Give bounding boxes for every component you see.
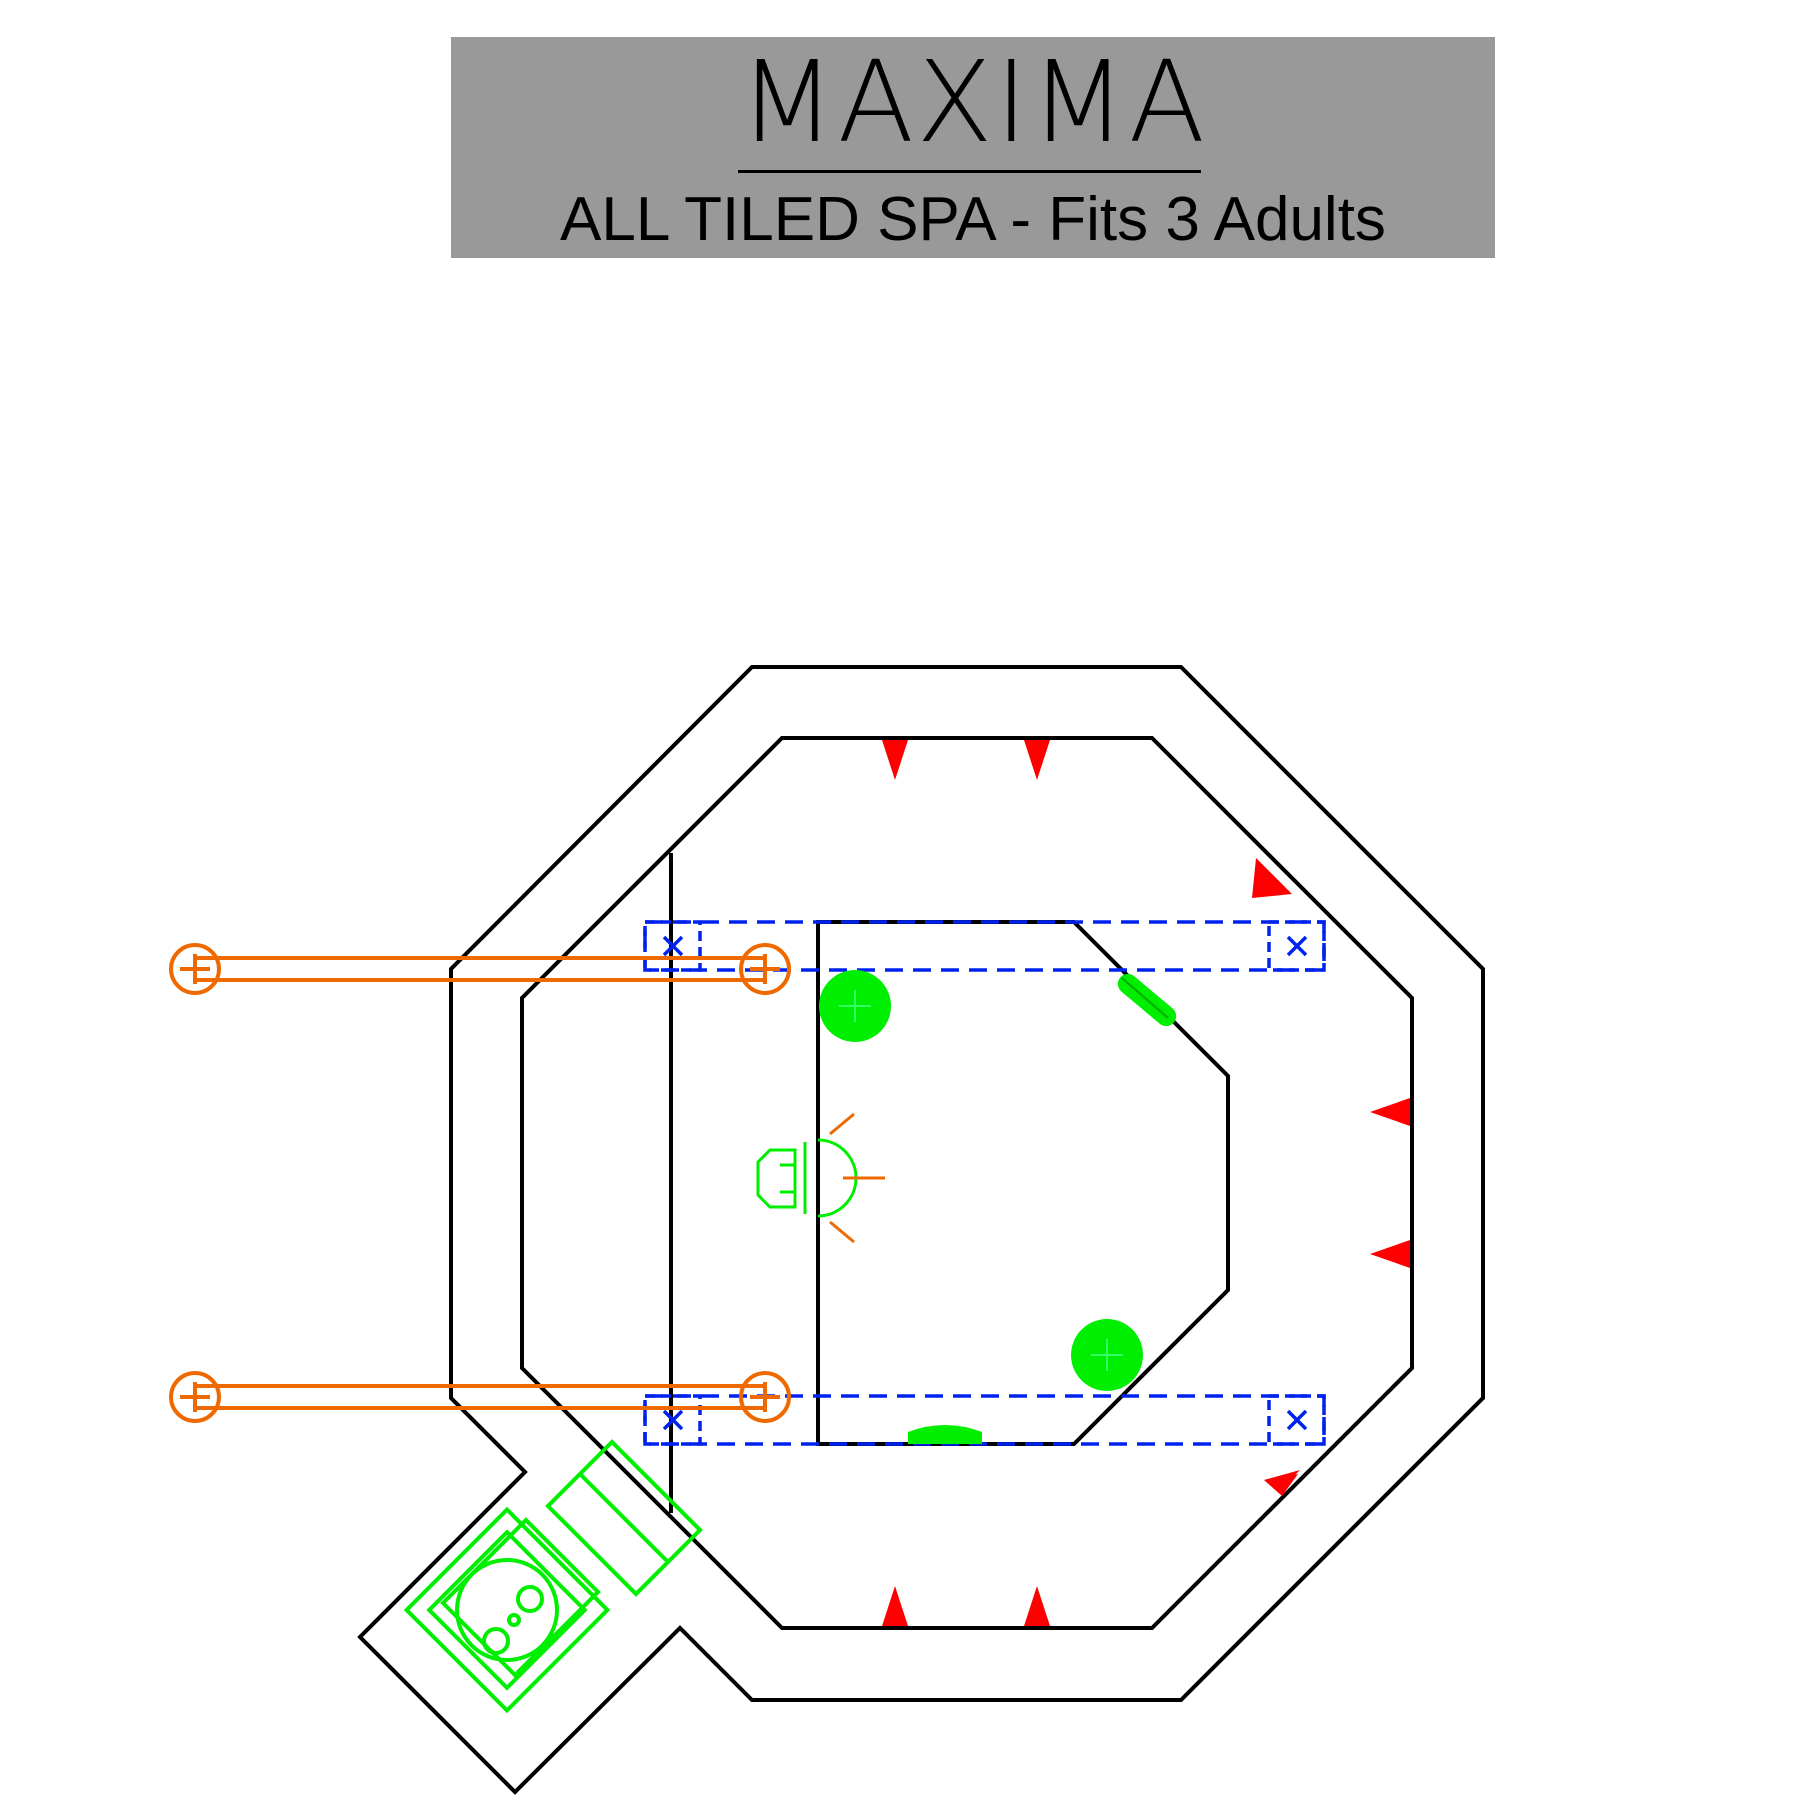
floor-drain-top — [819, 970, 891, 1042]
handrail-bottom — [169, 1371, 791, 1423]
spa-light — [756, 1112, 885, 1244]
jet-marker — [882, 1586, 908, 1626]
jet-marker — [1252, 858, 1292, 898]
jet-marker — [1264, 1474, 1298, 1496]
title-banner: MAXIMA ALL TILED SPA - Fits 3 Adults — [451, 37, 1495, 258]
title-subtitle: ALL TILED SPA - Fits 3 Adults — [560, 185, 1386, 254]
wall-suction-diagonal — [1117, 973, 1177, 1027]
floor-drain-bottom — [1071, 1319, 1143, 1391]
jet-marker — [1370, 1240, 1410, 1268]
wall-suction-bottom — [908, 1425, 982, 1444]
title-main: MAXIMA — [738, 38, 1208, 168]
hidden-step-top — [643, 920, 1326, 972]
jet-marker — [1024, 740, 1050, 780]
jet-marker — [1024, 1586, 1050, 1626]
jet-marker — [882, 740, 908, 780]
jet-marker — [1370, 1098, 1410, 1126]
outer-wall — [357, 665, 1485, 1795]
handrail-top — [169, 943, 791, 995]
skimmer — [403, 1439, 703, 1714]
inner-wall — [520, 736, 1414, 1630]
jet-markers — [882, 740, 1410, 1626]
hidden-step-bottom — [643, 1394, 1326, 1446]
title-divider — [738, 170, 1201, 173]
